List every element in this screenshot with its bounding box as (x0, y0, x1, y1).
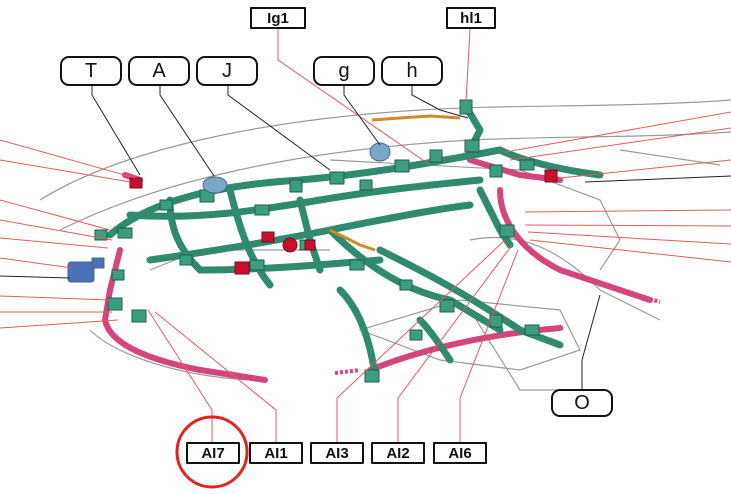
leader-left-3 (0, 199, 111, 231)
red-connectors (129, 169, 558, 275)
label-h: h (381, 56, 443, 86)
leader-ai1 (154, 311, 277, 442)
leader-ai2 (397, 244, 513, 442)
label-ai7: AI7 (186, 442, 240, 464)
leader-h (411, 86, 469, 119)
label-g: g (313, 56, 375, 86)
leader-left-8 (0, 295, 111, 301)
leader-a (159, 86, 215, 177)
blue-connectors (67, 142, 391, 283)
leader-left-6 (0, 257, 73, 269)
leader-t (91, 86, 141, 176)
leader-left-7 (0, 275, 71, 279)
leader-lines (0, 28, 731, 442)
label-hl1: hl1 (446, 7, 496, 29)
label-j: J (196, 56, 258, 86)
leader-left-5 (0, 237, 109, 249)
leader-ai7 (147, 309, 213, 442)
leader-left-1 (0, 139, 136, 179)
label-ai2: AI2 (371, 442, 425, 464)
label-o: O (551, 389, 613, 417)
leader-right-1 (504, 111, 731, 153)
leader-right-5 (524, 209, 731, 213)
highlight-circle (175, 415, 249, 489)
leader-right-6 (524, 224, 731, 227)
label-ai6: AI6 (433, 442, 487, 464)
leader-right-2 (509, 127, 731, 161)
green-connectors (94, 99, 540, 383)
leader-hl1 (465, 28, 471, 103)
label-ai1: AI1 (249, 442, 303, 464)
label-ai3: AI3 (310, 442, 364, 464)
orange-wire (329, 114, 461, 252)
leader-ai6 (459, 249, 519, 442)
leader-left-2 (0, 159, 131, 183)
leader-left-10 (0, 319, 119, 329)
leader-right-8 (529, 239, 731, 263)
leader-ai3 (336, 239, 506, 442)
leader-g (343, 86, 381, 146)
leader-right-4 (584, 175, 731, 183)
leader-ig1 (277, 29, 431, 166)
label-ig1: Ig1 (250, 7, 306, 29)
leader-right-3 (559, 159, 731, 179)
label-t: T (60, 56, 122, 86)
dashboard-outline (39, 99, 731, 391)
leader-left-4 (0, 219, 113, 241)
label-a: A (128, 56, 190, 86)
leader-o (581, 294, 601, 389)
leader-right-7 (527, 231, 731, 245)
leader-j (227, 86, 331, 171)
pink-harness-dash (229, 294, 661, 383)
